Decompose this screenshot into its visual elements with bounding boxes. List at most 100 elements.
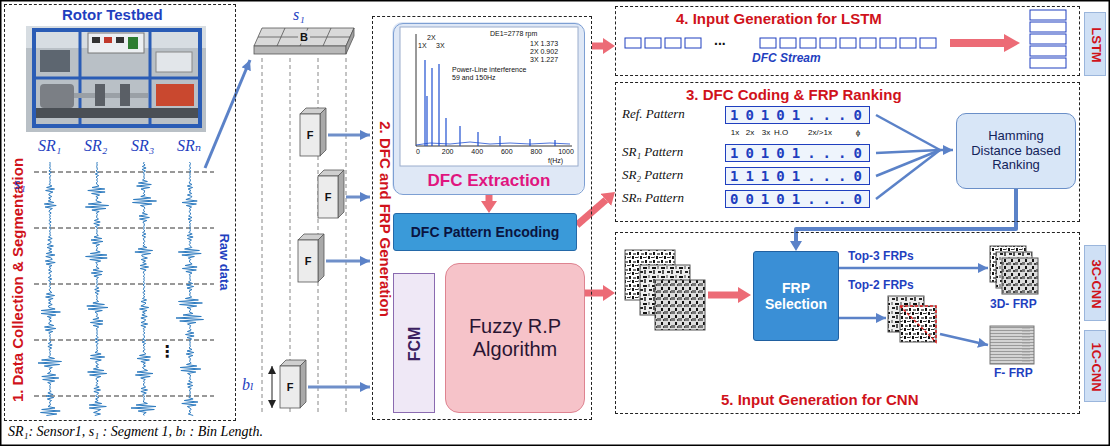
segment-slab [254, 28, 354, 54]
pattern-name: Ref. Pattern [622, 107, 685, 122]
dfc-stream-cells [800, 38, 816, 48]
node-label: FRP Selection [758, 280, 834, 312]
selection-arrow [834, 317, 886, 320]
output-tag: 3C-CNN [1084, 245, 1106, 321]
spectrum-plot [425, 60, 555, 146]
spectrum-plot [499, 136, 500, 146]
node-label: DFC Extraction [394, 171, 584, 191]
segment-lines [34, 228, 214, 229]
spectrum-plot [400, 27, 578, 166]
frp-images [655, 280, 705, 330]
lstm-input-stack [1030, 10, 1066, 20]
bin-block [320, 108, 326, 156]
lstm-input-stack [1030, 58, 1066, 68]
segment-label: s₁ [293, 6, 305, 24]
raw-signal [131, 162, 157, 416]
bin-block [280, 108, 344, 408]
tick-label: 200 [442, 148, 454, 156]
testbed-photo [40, 50, 70, 72]
dfc-stream-cells [820, 38, 836, 48]
spectrum-plot [426, 96, 427, 146]
frp-images [625, 250, 705, 330]
sensor-label: SR₂ [84, 137, 107, 155]
spectrum-plot [431, 68, 432, 146]
flow-arrow [585, 290, 603, 297]
frp-fused [990, 326, 1034, 364]
lstm-input-stack [1030, 22, 1066, 32]
frp-3d [990, 246, 1038, 294]
dfc-box-fill [392, 22, 584, 194]
axis-label: Raw data [217, 233, 232, 290]
raw-signal [38, 162, 62, 416]
photo-title: Rotor Testbed [62, 6, 163, 23]
cube-letter: B [298, 31, 310, 44]
node-label: Hamming Distance based Ranking [963, 129, 1069, 174]
arrow-label: Top-2 FRPs [848, 279, 914, 293]
frp-arrow [708, 292, 738, 299]
output-tag: 1C-CNN [1084, 330, 1106, 402]
segment-lines [34, 284, 214, 285]
peak-label: 2X [427, 34, 436, 42]
selection-arrow [940, 334, 988, 345]
testbed-photo [156, 84, 194, 106]
testbed-photo [26, 26, 206, 132]
stream-label: DFC Stream [752, 52, 821, 66]
testbed-photo [95, 84, 105, 106]
flow-arrow [486, 195, 493, 201]
plot-note: DE1=2778 rpm [490, 30, 537, 38]
dimension-label: bₗ [242, 376, 254, 394]
bin-block [300, 114, 320, 156]
process-box: Fuzzy R.P Algorithm [445, 263, 585, 413]
testbed-photo [34, 30, 200, 126]
node-label: 3. DFC Coding & FRP Ranking [686, 86, 902, 103]
stream-arrow [950, 39, 1004, 47]
node-label: 5. Input Generation for CNN [721, 391, 919, 408]
image-label: 3D- FRP [990, 298, 1037, 312]
bin-block [280, 366, 300, 408]
bit-caption: 1x [731, 128, 739, 137]
pattern-arrow [876, 115, 953, 199]
bit-pattern: 10101...0 [725, 144, 870, 162]
ellipsis: ⋮ [159, 343, 175, 361]
bit-caption: 2x [746, 128, 754, 137]
bin-arrow [328, 134, 370, 137]
bin-arrow [326, 260, 370, 263]
bin-block [300, 360, 306, 408]
testbed-photo [34, 77, 200, 80]
tick-label: 600 [501, 148, 513, 156]
pattern-arrow [876, 115, 940, 150]
segment-lines [34, 340, 214, 341]
testbed-photo [36, 108, 198, 118]
spectrum-plot [416, 34, 417, 146]
segment-lines [34, 172, 214, 173]
testbed-photo [26, 26, 206, 132]
spectrum-plot [445, 118, 446, 146]
pattern-name: SR₁ Pattern [622, 145, 683, 160]
bit-caption: 2x/>1x [808, 128, 832, 137]
ellipsis: ... [714, 32, 726, 48]
frp-pair [888, 296, 936, 342]
bit-caption: ϕ [856, 128, 860, 137]
node-label: 1. Data Collection & Segmentation [9, 158, 26, 402]
segment-slab [254, 28, 354, 46]
dfc-stream-cells [780, 38, 796, 48]
selection-arrow [834, 267, 988, 270]
tick-label: 1000 [558, 148, 574, 156]
testbed-photo [120, 84, 130, 106]
bin-block [338, 170, 344, 218]
testbed-photo [40, 84, 74, 108]
node-label: DFC Pattern Encoding [411, 224, 560, 240]
frp-3d [1002, 258, 1038, 294]
raw-signal [85, 162, 108, 416]
pattern-arrow [940, 149, 953, 152]
bin-arrow [308, 135, 370, 387]
testbed-photo [128, 37, 138, 49]
bit-caption: H.O [774, 128, 788, 137]
process-box: FCM [393, 273, 435, 413]
testbed-photo [156, 52, 192, 72]
node-label: 1C-CNN [1089, 342, 1104, 391]
sensor-label: SRₙ [177, 137, 201, 155]
node-label: LSTM [1089, 27, 1104, 62]
plot-note: Power-Line interference 59 and 150Hz [452, 66, 534, 82]
peak-label: 3X [436, 42, 445, 50]
